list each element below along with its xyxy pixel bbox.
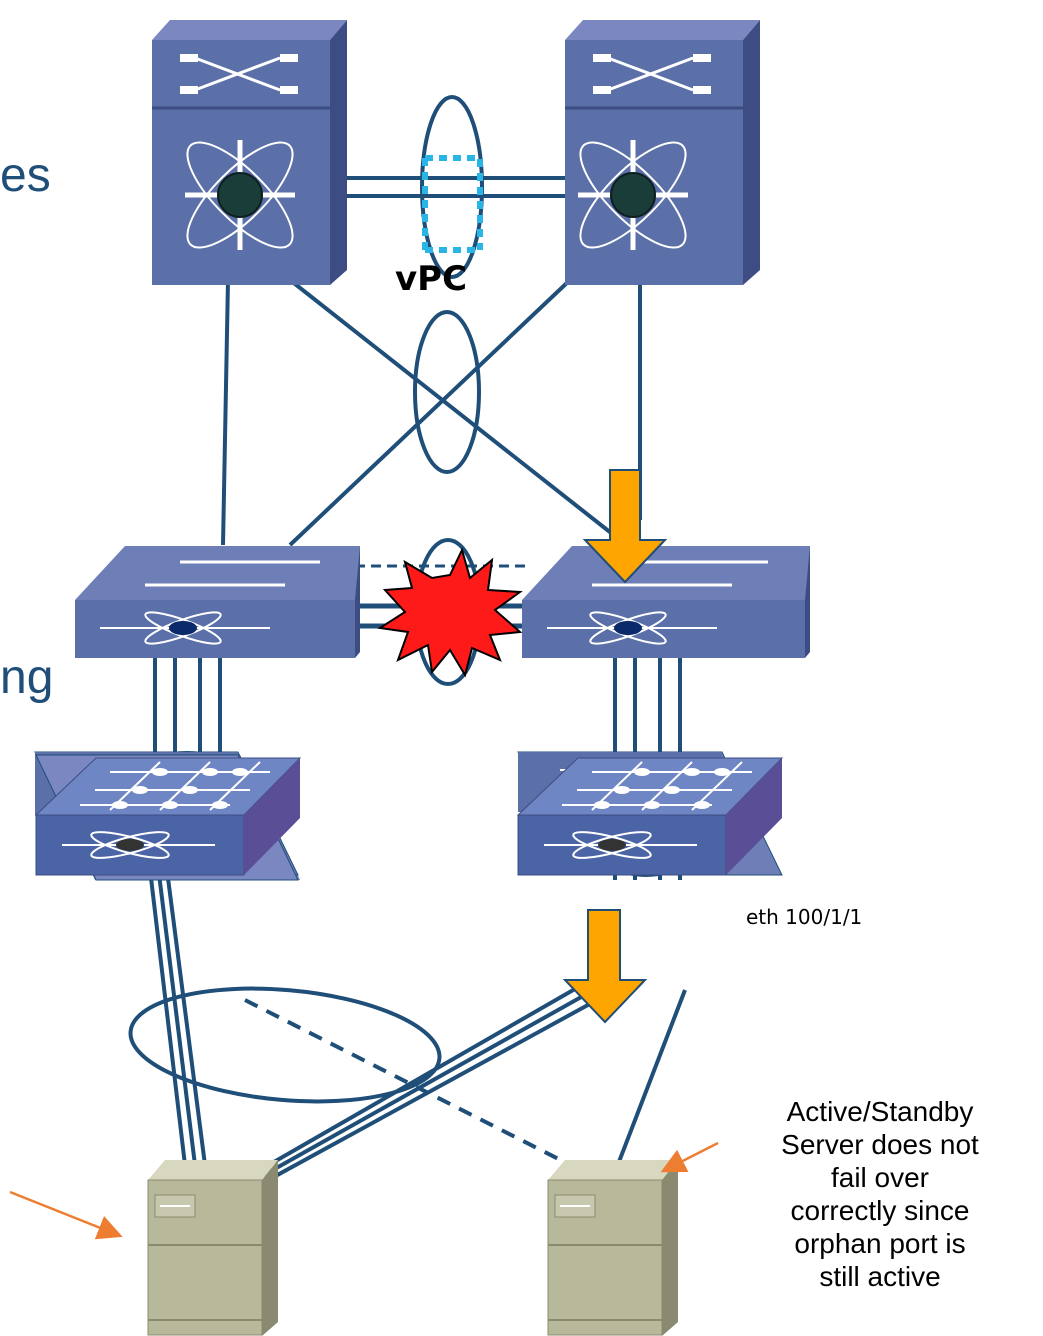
- server-left-vpc-ellipse: [128, 986, 442, 1104]
- vpc-ellipse-uplink: [413, 310, 481, 474]
- suspend-arrow-dist: [582, 469, 668, 584]
- text-fragment-middle: ng: [0, 651, 54, 704]
- server-right-link: [610, 989, 687, 1181]
- access-fex-left-filled: [34, 757, 302, 876]
- note-line: correctly since: [790, 1195, 970, 1226]
- note-line: Active/Standby: [786, 1096, 974, 1127]
- vpc-label: vPC: [395, 259, 467, 299]
- text-fragment-top: es: [0, 149, 51, 202]
- core-peer-link: [338, 176, 565, 198]
- callout-arrow-left: [9, 1190, 123, 1240]
- port-label: eth 100/1/1: [746, 905, 863, 929]
- vpc-peer-keepalive: [422, 155, 483, 253]
- orphan-port-link: [244, 998, 601, 1182]
- server-left: [147, 1160, 278, 1336]
- note-line: fail over: [830, 1162, 930, 1193]
- callout-arrow-right: [660, 1141, 719, 1173]
- note-line: still active: [819, 1261, 941, 1292]
- dist-switch-right: [522, 546, 810, 658]
- suspend-arrow-access: [562, 909, 648, 1024]
- peer-link-failure-burst: [377, 547, 523, 678]
- note-line: Server does not: [781, 1129, 979, 1160]
- dist-switch-left: [75, 546, 360, 658]
- core-switch-left: [152, 20, 347, 285]
- core-switch-right: [565, 20, 760, 285]
- server-right: [547, 1160, 678, 1336]
- access-fex-right-filled: [516, 757, 784, 876]
- server-note: Active/Standby Server does not fail over…: [720, 1095, 1040, 1293]
- note-line: orphan port is: [794, 1228, 966, 1259]
